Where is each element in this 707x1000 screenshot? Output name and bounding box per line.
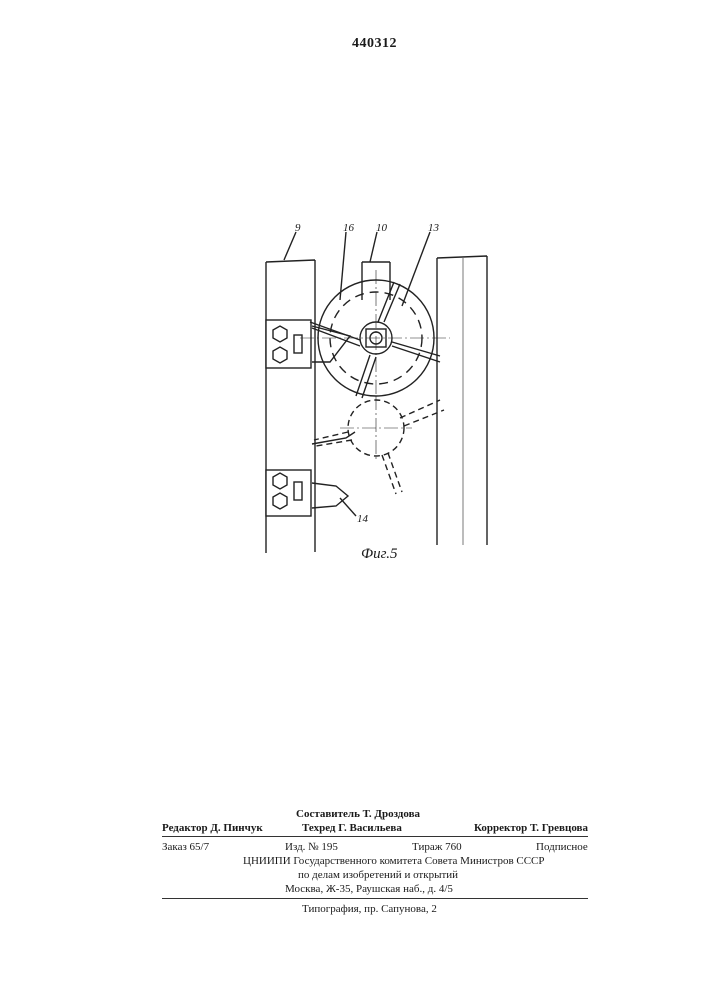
right-rail <box>437 256 487 545</box>
divider <box>162 898 588 899</box>
figure-caption: Фиг.5 <box>361 546 397 563</box>
numeral-16: 16 <box>343 222 354 234</box>
printing: Типография, пр. Сапунова, 2 <box>302 903 437 915</box>
numeral-14: 14 <box>357 513 368 525</box>
order: Заказ 65/7 <box>162 841 209 853</box>
circulation: Тираж 760 <box>412 841 462 853</box>
institute: ЦНИИПИ Государственного комитета Совета … <box>243 855 545 867</box>
upper-bracket <box>266 320 311 368</box>
divider <box>162 836 588 837</box>
subscription: Подписное <box>536 841 588 853</box>
numeral-10: 10 <box>376 222 387 234</box>
corrector: Корректор Т. Гревцова <box>474 822 588 834</box>
arm <box>356 355 376 398</box>
numeral-9: 9 <box>295 222 301 234</box>
edition: Изд. № 195 <box>285 841 338 853</box>
address: Москва, Ж-35, Раушская наб., д. 4/5 <box>285 883 453 895</box>
numeral-13: 13 <box>428 222 439 234</box>
techred: Техред Г. Васильева <box>302 822 402 834</box>
institute-sub: по делам изобретений и открытий <box>298 869 458 881</box>
arm <box>378 282 400 322</box>
compiler: Составитель Т. Дроздова <box>296 808 420 820</box>
editor: Редактор Д. Пинчук <box>162 822 263 834</box>
lower-stop <box>312 483 348 508</box>
